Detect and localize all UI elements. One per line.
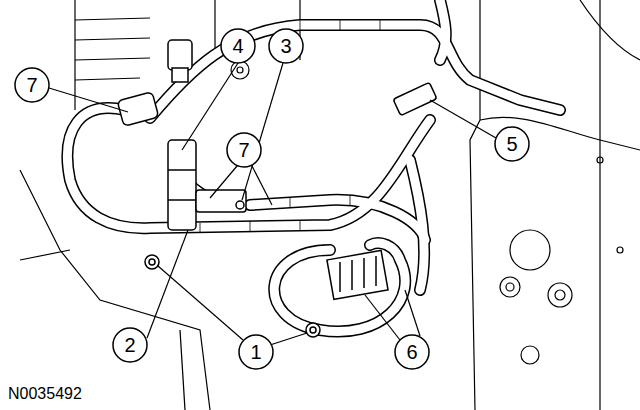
wire-harness-outline: [67, 0, 560, 332]
sensor-and-connectors: [117, 40, 437, 337]
callout-number: 6: [406, 342, 417, 362]
figure-code: N0035492: [8, 386, 82, 402]
callout-number: 7: [26, 75, 37, 95]
leader-lines: [49, 63, 496, 345]
callout-number: 4: [232, 36, 243, 56]
callout-number: 1: [250, 342, 261, 362]
callout-number: 7: [238, 140, 249, 160]
background-structure: [20, 0, 640, 410]
callout-number: 2: [124, 335, 135, 355]
callout-number: 3: [280, 36, 291, 56]
callout-circles: [15, 29, 529, 369]
wire-harness-fill: [67, 0, 560, 332]
callout-number: 5: [506, 134, 517, 154]
